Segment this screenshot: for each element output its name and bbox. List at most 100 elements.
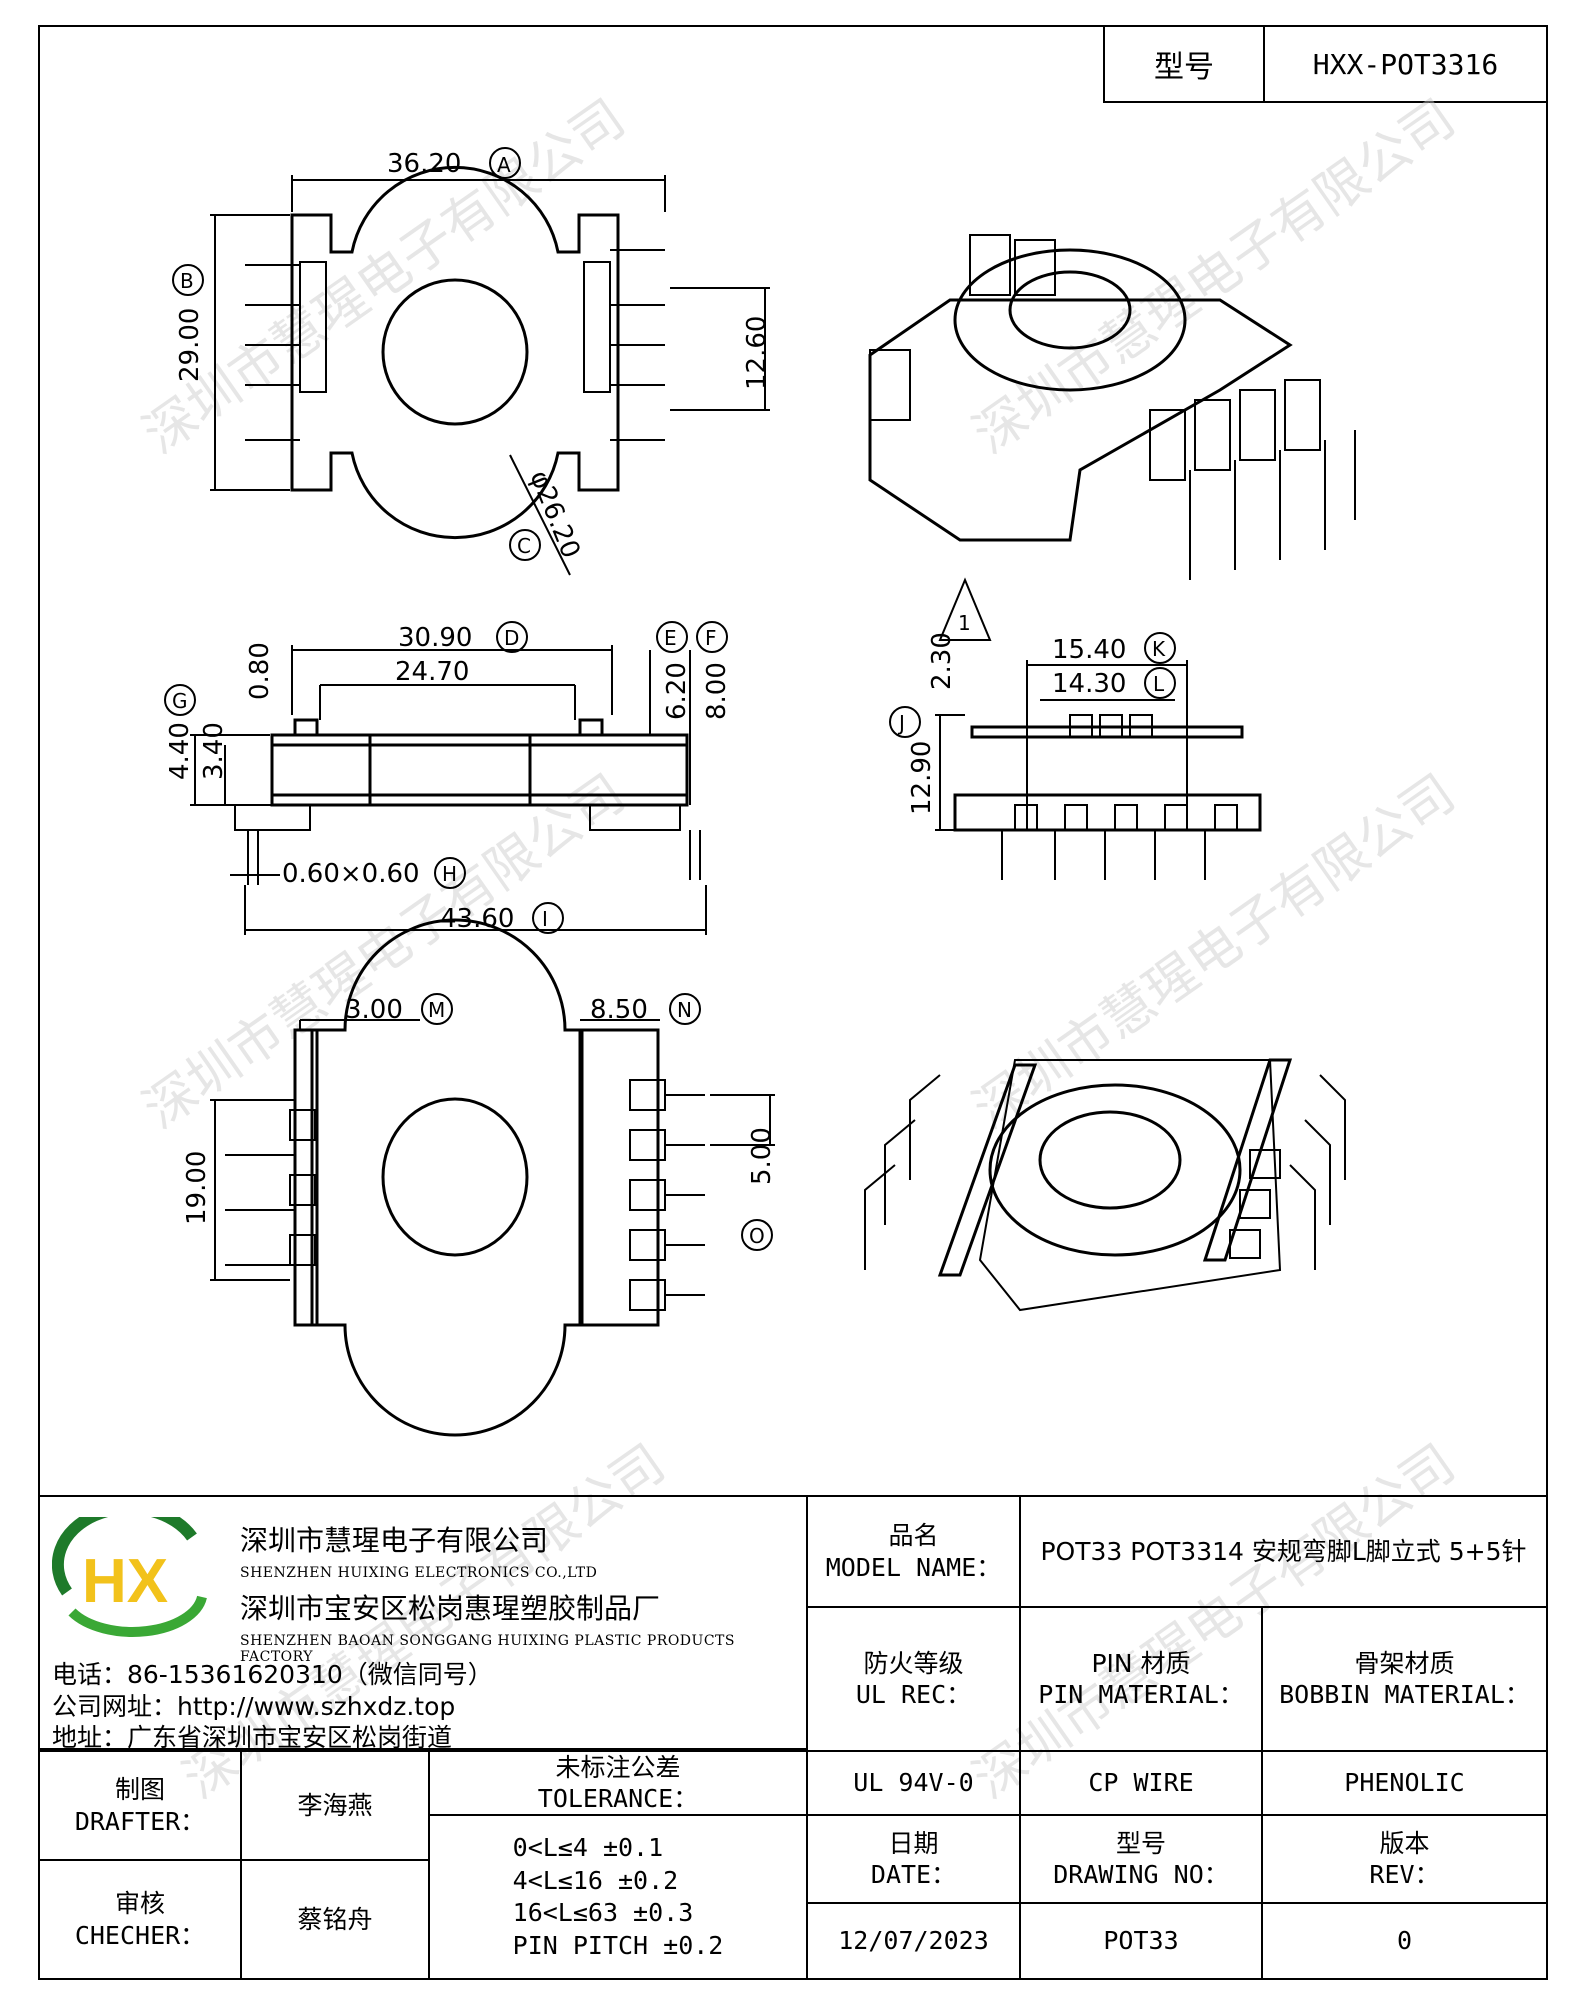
dim-b-marker — [172, 264, 204, 296]
watermark: 深圳市慧瑆电子有限公司 — [133, 88, 636, 465]
bottom-view — [210, 918, 775, 1437]
pin-material-label: PIN 材质 PIN MATERIAL： — [1019, 1606, 1263, 1752]
dim-f-tag: F — [705, 626, 717, 650]
svg-text:HX: HX — [82, 1547, 168, 1616]
isometric-view-bottom — [864, 1058, 1346, 1312]
drawing-no-value: POT33 — [1019, 1902, 1263, 1980]
dim-j-marker — [889, 706, 921, 738]
fire-rating-value: UL 94V-0 — [806, 1750, 1021, 1816]
dimension-labels: 36.20 A 29.00 B 12.60 φ26.20 C 30.90 D 2… — [164, 147, 1176, 1251]
drafter-name: 李海燕 — [240, 1750, 430, 1861]
company-name-cn: 深圳市慧瑆电子有限公司 — [240, 1524, 549, 1557]
dim-g-tag: G — [172, 689, 188, 713]
revision-value: 0 — [1261, 1902, 1548, 1980]
revision-label: 版本 REV： — [1261, 1814, 1548, 1904]
company-info: HX 深圳市慧瑆电子有限公司 SHENZHEN HUIXING ELECTRON… — [38, 1495, 808, 1752]
dim-d-tag: D — [504, 626, 519, 650]
pin-material-value: CP WIRE — [1019, 1750, 1263, 1816]
watermark: 深圳市慧瑆电子有限公司 — [133, 763, 636, 1140]
dim-n-marker — [669, 993, 701, 1025]
dim-h: 0.60×0.60 — [282, 859, 420, 889]
side-view — [190, 645, 707, 935]
isometric-view-top — [868, 234, 1356, 580]
company-phone: 电话：86-15361620310（微信同号） — [52, 1660, 493, 1689]
model-number-box: 型号 HXX-POT3316 — [1103, 25, 1548, 103]
dim-l-marker — [1144, 667, 1176, 699]
dim-height: 19.00 — [182, 1151, 212, 1225]
dim-j-tag: J — [897, 711, 905, 735]
checker-label: 审核 CHECHER： — [38, 1859, 242, 1980]
dim-e-marker — [656, 621, 688, 653]
dim-a-tag: A — [497, 153, 511, 177]
bobbin-material-value: PHENOLIC — [1261, 1750, 1548, 1816]
dim-n: 8.50 — [590, 995, 648, 1025]
dim-d: 30.90 — [398, 623, 472, 653]
dim-pin-span: 12.60 — [742, 316, 772, 390]
dim-m-tag: M — [428, 998, 445, 1022]
end-view — [935, 577, 1262, 880]
dim-l: 14.30 — [1052, 669, 1126, 699]
drafter-label: 制图 DRAFTER： — [38, 1750, 242, 1861]
dim-l-tag: L — [1153, 672, 1165, 696]
tolerance-line: 16<L≤63 ±0.3 — [512, 1898, 694, 1927]
dim-k-marker — [1144, 632, 1176, 664]
dim-i-marker — [532, 902, 564, 934]
model-label: 型号 — [1105, 27, 1265, 101]
dim-b: 29.00 — [175, 308, 205, 382]
bobbin-material-label: 骨架材质 BOBBIN MATERIAL： — [1261, 1606, 1548, 1752]
dim-c-tag: C — [517, 534, 531, 558]
model-name-label: 品名 MODEL NAME： — [806, 1495, 1021, 1608]
date-value: 12/07/2023 — [806, 1902, 1021, 1980]
dim-g-marker — [164, 684, 196, 716]
dim-lip: 0.80 — [245, 642, 275, 700]
title-block: HX 深圳市慧瑆电子有限公司 SHENZHEN HUIXING ELECTRON… — [38, 1495, 1548, 1980]
dim-a-marker — [489, 147, 521, 179]
dim-flag-value: 2.30 — [927, 632, 957, 690]
checker-name: 蔡铭舟 — [240, 1859, 430, 1980]
dim-f-marker — [696, 621, 728, 653]
dim-j: 12.90 — [907, 741, 937, 815]
dim-a: 36.20 — [387, 149, 461, 179]
dim-inner: 24.70 — [395, 657, 469, 687]
dim-h-marker — [434, 857, 466, 889]
company-logo: HX — [52, 1517, 207, 1637]
dim-f: 8.00 — [702, 662, 732, 720]
model-value: HXX-POT3316 — [1312, 47, 1499, 81]
tolerance-values: 0<L≤4 ±0.1 4<L≤16 ±0.2 16<L≤63 ±0.3 PIN … — [428, 1814, 808, 1980]
dim-b-tag: B — [180, 269, 194, 293]
tolerance-line: 0<L≤4 ±0.1 — [512, 1833, 664, 1862]
dim-o: 5.00 — [747, 1127, 777, 1185]
dim-m: 3.00 — [345, 995, 403, 1025]
dim-o-marker — [741, 1219, 773, 1251]
dim-e-tag: E — [664, 626, 677, 650]
dim-i-tag: I — [542, 907, 548, 931]
dim-o-tag: O — [749, 1224, 765, 1248]
company-address: 地址：广东省深圳市宝安区松岗街道 — [52, 1723, 453, 1752]
dim-c: φ26.20 — [524, 466, 586, 562]
fire-rating-label: 防火等级 UL REC： — [806, 1606, 1021, 1752]
dim-h-tag: H — [442, 862, 457, 886]
tolerance-line: 4<L≤16 ±0.2 — [512, 1865, 679, 1895]
company-website: 公司网址：http://www.szhxdz.top — [52, 1692, 456, 1721]
dim-c-marker — [509, 529, 541, 561]
model-name-value: POT33 POT3314 安规弯脚L脚立式 5+5针 — [1019, 1495, 1548, 1608]
dim-i: 43.60 — [440, 904, 514, 934]
date-label: 日期 DATE： — [806, 1814, 1021, 1904]
tolerance-label: 未标注公差 TOLERANCE： — [428, 1750, 808, 1816]
company-name-en: SHENZHEN HUIXING ELECTRONICS CO.,LTD — [240, 1565, 598, 1581]
dim-k-tag: K — [1152, 637, 1166, 661]
dim-g: 4.40 — [165, 722, 195, 780]
factory-name-en: SHENZHEN BAOAN SONGGANG HUIXING PLASTIC … — [240, 1633, 735, 1665]
dim-d-marker — [496, 621, 528, 653]
tolerance-line: PIN PITCH ±0.2 — [512, 1930, 724, 1960]
dim-k: 15.40 — [1052, 635, 1126, 665]
dim-m-marker — [421, 993, 453, 1025]
top-view — [210, 165, 770, 576]
dim-g2: 3.40 — [199, 722, 229, 780]
drawing-no-label: 型号 DRAWING NO： — [1019, 1814, 1263, 1904]
dim-flag: 1 — [958, 611, 971, 635]
dim-n-tag: N — [677, 998, 692, 1022]
factory-name-cn: 深圳市宝安区松岗惠瑆塑胶制品厂 — [240, 1592, 661, 1625]
dim-e: 6.20 — [662, 662, 692, 720]
